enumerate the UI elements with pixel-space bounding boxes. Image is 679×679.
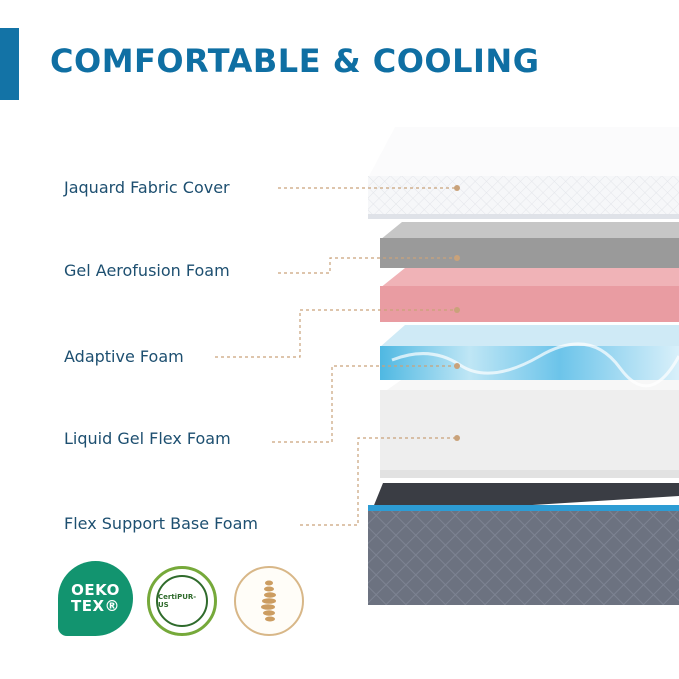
spine-icon: [261, 580, 276, 622]
label-adaptive-foam: Adaptive Foam: [64, 347, 184, 366]
flex-foam-layer: [380, 378, 679, 478]
pink-foam-layer: [380, 268, 679, 322]
oeko-tex-line1: OEKO: [71, 580, 120, 599]
cover-layer: [368, 127, 679, 219]
leader-dots: [454, 185, 460, 441]
gel-swirl-layer: [380, 325, 679, 388]
label-jaquard-fabric-cover: Jaquard Fabric Cover: [64, 178, 230, 197]
oeko-tex-badge: OEKO TEX®: [58, 561, 133, 636]
certipur-text: CertiPUR-US: [158, 593, 197, 609]
page-title: COMFORTABLE & COOLING: [50, 42, 540, 80]
oeko-tex-line2: TEX®: [70, 596, 121, 615]
label-flex-support-base-foam: Flex Support Base Foam: [64, 514, 258, 533]
spine-seal-icon: [234, 566, 304, 636]
accent-bar: [0, 28, 19, 100]
certipur-badge: CertiPUR-US: [147, 566, 217, 636]
base-layer: [368, 483, 679, 605]
label-gel-aerofusion-foam: Gel Aerofusion Foam: [64, 261, 230, 280]
gray-foam-layer: [380, 222, 679, 268]
label-liquid-gel-flex-foam: Liquid Gel Flex Foam: [64, 429, 231, 448]
leader-lines: [215, 187, 457, 526]
certipur-inner-ring: CertiPUR-US: [156, 575, 208, 627]
